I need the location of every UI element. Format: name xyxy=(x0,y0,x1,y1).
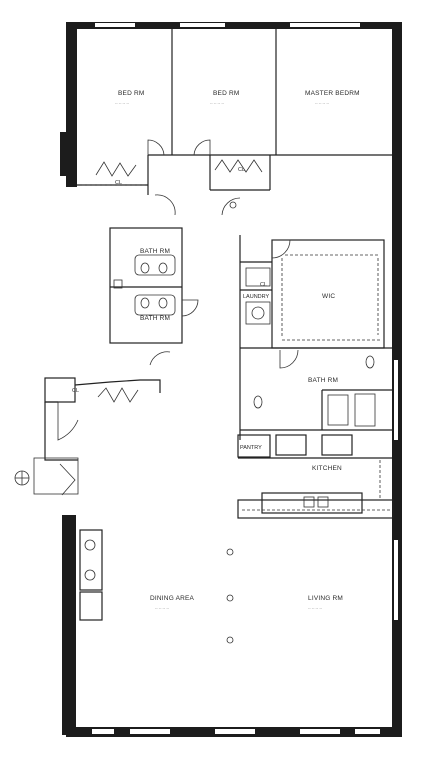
label-cl-entry: CL xyxy=(72,388,79,394)
label-laundry: LAUNDRY xyxy=(243,294,270,300)
label-bath-rm-lower: BATH RM xyxy=(140,315,170,322)
left-bath-block xyxy=(109,227,199,366)
core-walls xyxy=(239,235,392,440)
dim-living-rm: -- -- -- -- xyxy=(308,605,323,610)
label-dining-area: DINING AREA xyxy=(150,595,195,602)
columns xyxy=(226,201,237,644)
label-bed-rm-1: BED RM xyxy=(118,90,144,97)
dim-bed-rm-1: -- -- -- -- xyxy=(115,100,130,105)
dim-bed-rm-2: -- -- -- -- xyxy=(210,100,225,105)
bedroom-walls xyxy=(77,29,392,195)
label-living-rm: LIVING RM xyxy=(308,595,343,602)
label-kitchen: KITCHEN xyxy=(312,465,342,472)
label-master-bedrm: MASTER BEDRM xyxy=(305,90,360,97)
label-cl-hall: CL xyxy=(260,282,267,288)
label-wic: WIC xyxy=(322,293,335,300)
bedroom-doors xyxy=(147,139,241,216)
dining-fixtures xyxy=(79,529,103,621)
label-cl-master: CL xyxy=(238,167,245,173)
entry-walls xyxy=(14,377,161,496)
dim-dining-area: -- -- -- -- xyxy=(155,605,170,610)
label-pantry: PANTRY xyxy=(240,445,262,451)
label-bath-rm-upper: BATH RM xyxy=(140,248,170,255)
kitchen-area xyxy=(237,434,394,519)
label-bath-rm-main: BATH RM xyxy=(308,377,338,384)
label-bed-rm-2: BED RM xyxy=(213,90,239,97)
label-cl-left: CL xyxy=(115,180,122,186)
dim-master-bedrm: -- -- -- -- xyxy=(315,100,330,105)
exterior-walls xyxy=(60,22,402,737)
